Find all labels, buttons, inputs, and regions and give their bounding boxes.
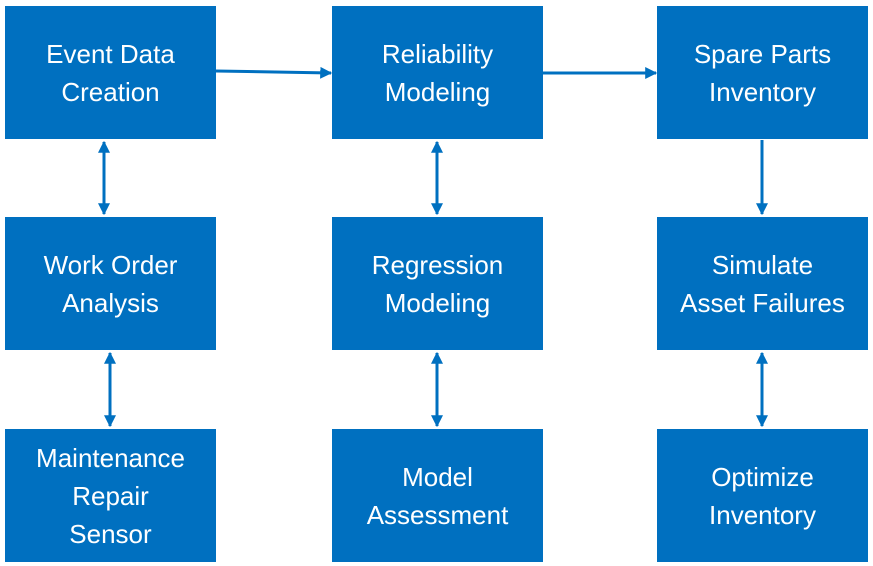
box-event-data-creation: Event Data Creation <box>5 6 216 139</box>
box-label-line: Model <box>402 461 473 492</box>
box-model-assessment: Model Assessment <box>332 429 543 562</box>
box-label-line: Repair <box>72 480 149 511</box>
box-reliability-modeling: Reliability Modeling <box>332 6 543 139</box>
box-label-line: Inventory <box>709 499 816 530</box>
box-simulate-asset-failures: Simulate Asset Failures <box>657 217 868 350</box>
box-label-line: Modeling <box>384 76 491 107</box>
box-label-line: Assessment <box>366 499 509 530</box>
box-label-line: Simulate <box>711 249 814 280</box>
box-label-line: Inventory <box>709 76 816 107</box>
box-spare-parts-inventory: Spare Parts Inventory <box>657 6 868 139</box>
box-label-line: Regression <box>371 249 504 280</box>
box-label-line: Work Order <box>43 249 178 280</box>
arrow-event-to-reliability <box>215 66 333 79</box>
box-label-line: Modeling <box>384 287 491 318</box>
box-label-line: Spare Parts <box>693 38 832 69</box>
box-label-line: Event Data <box>46 38 175 69</box>
box-label-line: Optimize <box>711 461 814 492</box>
box-maintenance-repair-sensor: Maintenance Repair Sensor <box>5 429 216 562</box>
box-regression-modeling: Regression Modeling <box>332 217 543 350</box>
box-optimize-inventory: Optimize Inventory <box>657 429 868 562</box>
box-work-order-analysis: Work Order Analysis <box>5 217 216 350</box>
box-label-line: Sensor <box>69 518 152 549</box>
box-label-line: Analysis <box>62 287 159 318</box>
box-label-line: Creation <box>61 76 160 107</box>
box-label-line: Reliability <box>381 38 494 69</box>
box-label-line: Asset Failures <box>680 287 845 318</box>
box-label-line: Maintenance <box>36 442 185 473</box>
